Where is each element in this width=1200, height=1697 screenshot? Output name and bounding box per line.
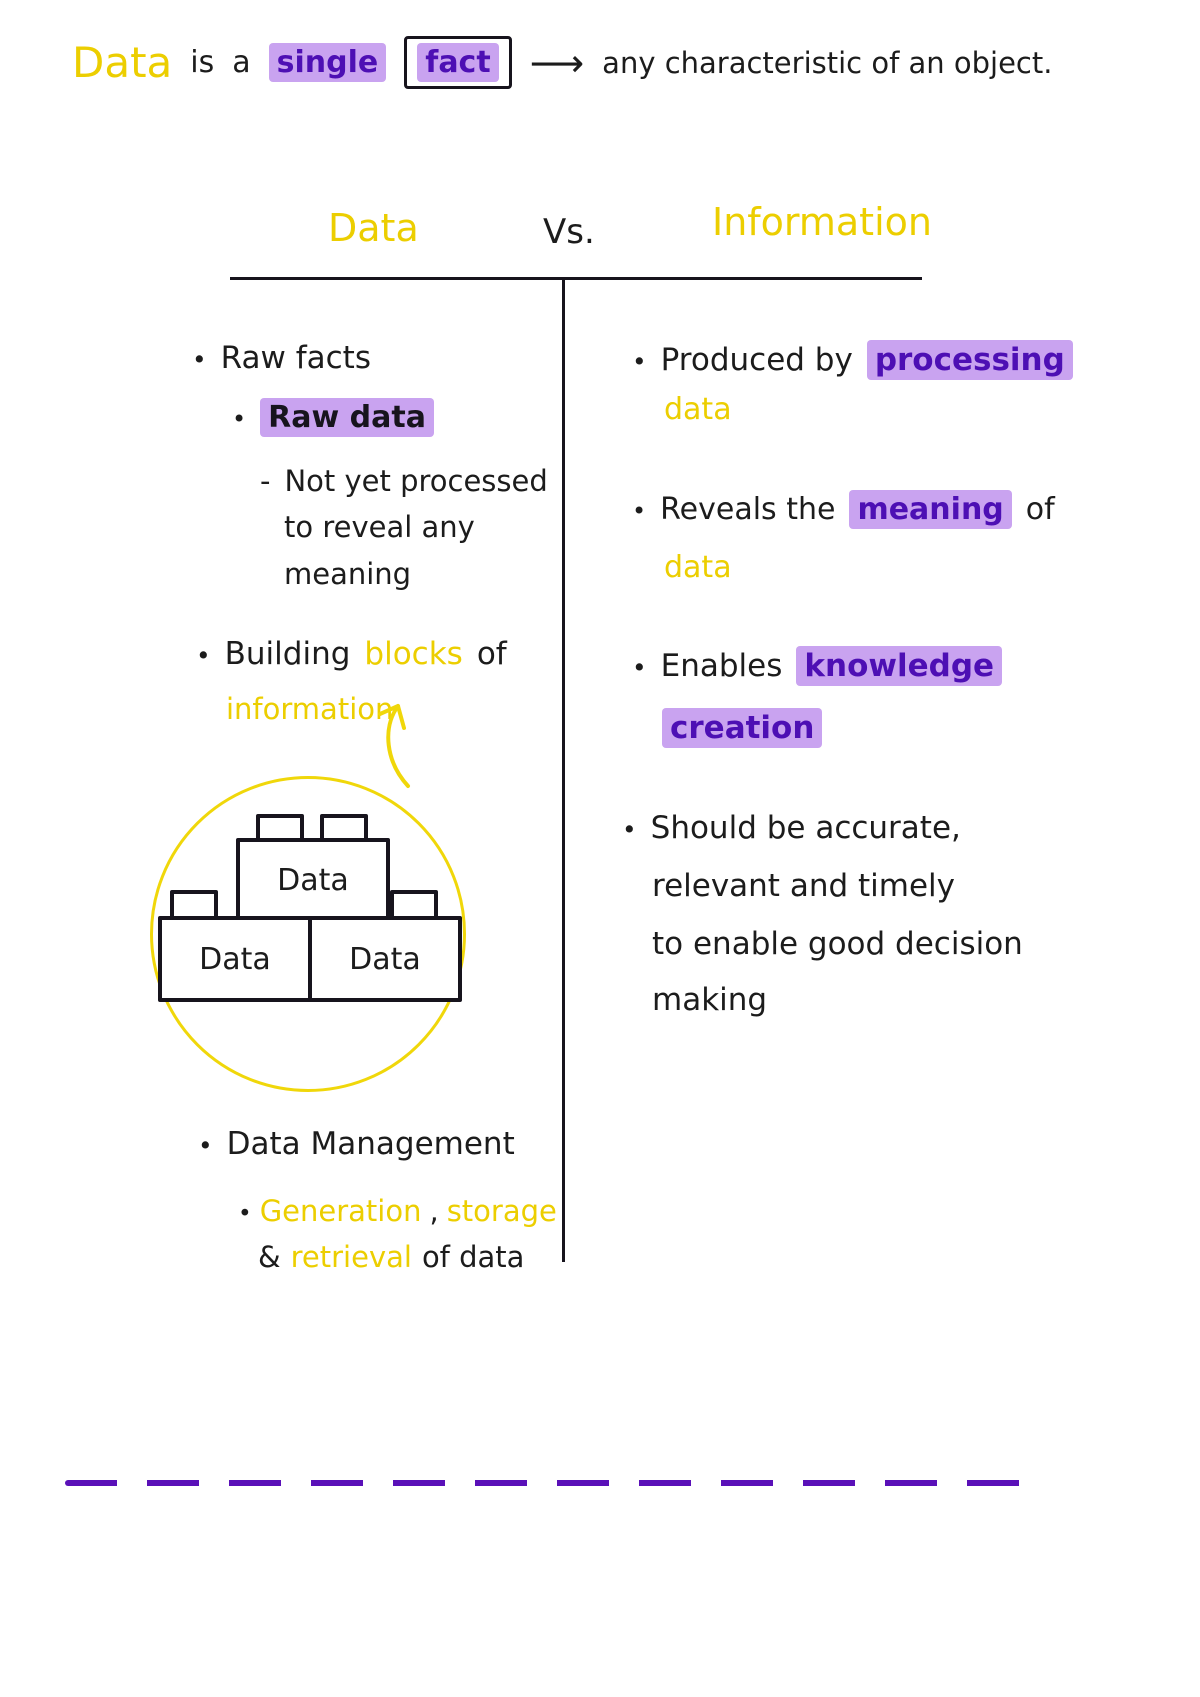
lego-circle — [150, 776, 466, 1092]
of-data-text: of data — [421, 1240, 525, 1274]
right-line-creation: creation — [662, 708, 823, 748]
bullet-dot: • — [238, 1200, 252, 1227]
left-line-retrieval: & retrieval of data — [258, 1240, 524, 1274]
definition-word-data: Data — [72, 38, 173, 87]
retrieval-text: retrieval — [290, 1240, 412, 1274]
reveals-data-text: data — [664, 550, 732, 585]
should-line-2: relevant and timely — [652, 868, 955, 904]
bullet-dot: • — [192, 345, 207, 374]
data-brick-right: Data — [308, 916, 462, 1002]
left-sub-not-yet-processed: - Not yet processed to reveal any meanin… — [260, 458, 548, 597]
produced-data-text: data — [664, 392, 732, 427]
left-bullet-building-blocks: • Building blocks of — [196, 636, 507, 672]
column-header-information: Information — [712, 200, 932, 244]
raw-data-highlight: Raw data — [260, 398, 434, 437]
storage-text: storage — [446, 1194, 557, 1228]
right-bullet-should: • Should be accurate, — [622, 810, 961, 846]
produced-by-text: Produced by — [660, 342, 853, 378]
processing-highlight: processing — [866, 340, 1073, 380]
not-yet-line-1: - Not yet processed — [260, 458, 548, 504]
left-bullet-raw-facts: • Raw facts — [192, 340, 371, 376]
not-yet-text-2: to reveal any — [284, 510, 475, 545]
bullet-dot: • — [622, 815, 637, 844]
data-brick-top: Data — [236, 838, 390, 922]
should-line-1: Should be accurate, — [650, 810, 961, 846]
ampersand-mark: & — [258, 1240, 281, 1274]
comma-mark: , — [429, 1194, 439, 1228]
of-text: of — [476, 636, 507, 672]
meaning-highlight: meaning — [849, 490, 1012, 529]
definition-word-a: a — [232, 45, 251, 80]
data-management-text: Data Management — [226, 1126, 515, 1162]
fact-box: fact — [404, 36, 512, 89]
bullet-dot: • — [196, 641, 211, 670]
generation-text: Generation — [259, 1194, 422, 1228]
left-bullet-raw-data: • Raw data — [232, 398, 434, 437]
definition-word-is: is — [190, 45, 215, 80]
building-text: Building — [224, 636, 351, 672]
bullet-dot: • — [632, 653, 647, 682]
not-yet-text-1: Not yet processed — [284, 464, 548, 498]
left-bullet-data-management: • Data Management — [198, 1126, 515, 1162]
divider-vertical — [562, 280, 565, 1262]
bullet-dot: • — [632, 497, 647, 525]
should-line-4: making — [652, 982, 768, 1018]
bullet-dot: • — [232, 405, 247, 433]
dashed-separator — [65, 1480, 1040, 1486]
creation-highlight: creation — [662, 708, 823, 748]
enables-text: Enables — [660, 648, 783, 684]
right-bullet-reveals: • Reveals the meaning of — [632, 490, 1055, 529]
definition-line: Data is a single fact ⟶ any characterist… — [72, 36, 1052, 89]
information-text: information — [226, 692, 394, 726]
right-bullet-produced: • Produced by processing — [632, 340, 1073, 380]
left-bullet-generation-storage: • Generation , storage — [238, 1194, 557, 1228]
blocks-text: blocks — [364, 636, 463, 672]
column-header-data: Data — [328, 206, 419, 250]
should-line-3: to enable good decision — [652, 926, 1023, 962]
arrow-icon: ⟶ — [529, 40, 585, 85]
raw-facts-text: Raw facts — [220, 340, 371, 376]
bullet-dot: • — [632, 347, 647, 376]
vs-label: Vs. — [543, 212, 595, 252]
reveals-the-text: Reveals the — [660, 492, 836, 527]
definition-word-fact: fact — [417, 43, 499, 82]
definition-tail: any characteristic of an object. — [602, 45, 1053, 80]
not-yet-text-3: meaning — [284, 556, 412, 591]
knowledge-highlight: knowledge — [796, 646, 1003, 686]
definition-word-single: single — [268, 43, 387, 82]
bullet-dot: • — [198, 1131, 213, 1160]
reveals-of-text: of — [1025, 492, 1055, 527]
curved-arrow-icon — [378, 704, 410, 788]
right-bullet-enables: • Enables knowledge — [632, 646, 1003, 686]
data-brick-left: Data — [158, 916, 312, 1002]
divider-horizontal — [230, 277, 922, 280]
dash-mark: - — [260, 464, 271, 498]
